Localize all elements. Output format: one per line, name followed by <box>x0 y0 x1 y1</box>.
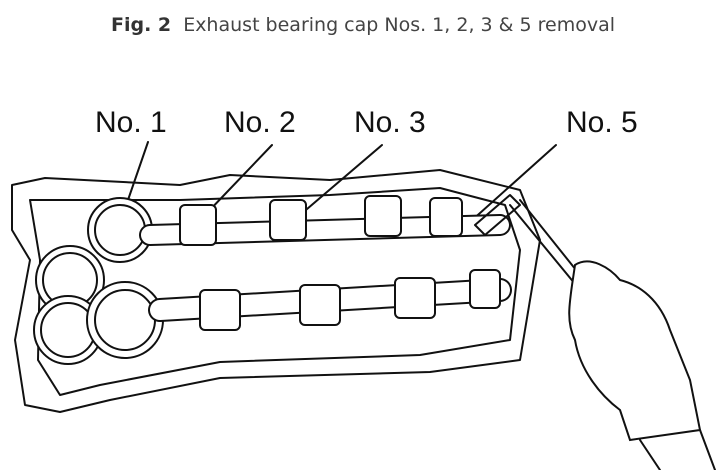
label-no-2: No. 2 <box>224 106 296 139</box>
bearing-cap-1 <box>179 204 217 246</box>
bearing-caps <box>179 195 501 331</box>
label-no-1: No. 1 <box>95 106 167 139</box>
figure-number: Fig. 2 <box>110 14 172 36</box>
leader-no-2 <box>204 144 273 216</box>
gears <box>33 197 164 365</box>
cylinder-head-outline <box>11 169 541 413</box>
leader-no-5 <box>469 144 557 223</box>
figure-caption: Fig. 2 Exhaust bearing cap Nos. 1, 2, 3 … <box>0 14 726 36</box>
callout-labels: No. 1 No. 2 No. 3 No. 5 <box>95 106 638 139</box>
bearing-cap-2 <box>269 199 307 241</box>
label-no-3: No. 3 <box>354 106 426 139</box>
figure-caption-text: Exhaust bearing cap Nos. 1, 2, 3 & 5 rem… <box>183 14 616 36</box>
hand <box>568 260 716 470</box>
bearing-cap-5 <box>429 197 463 237</box>
bearing-cap-3 <box>364 195 402 237</box>
leader-no-1 <box>127 141 149 201</box>
label-no-5: No. 5 <box>566 106 638 139</box>
